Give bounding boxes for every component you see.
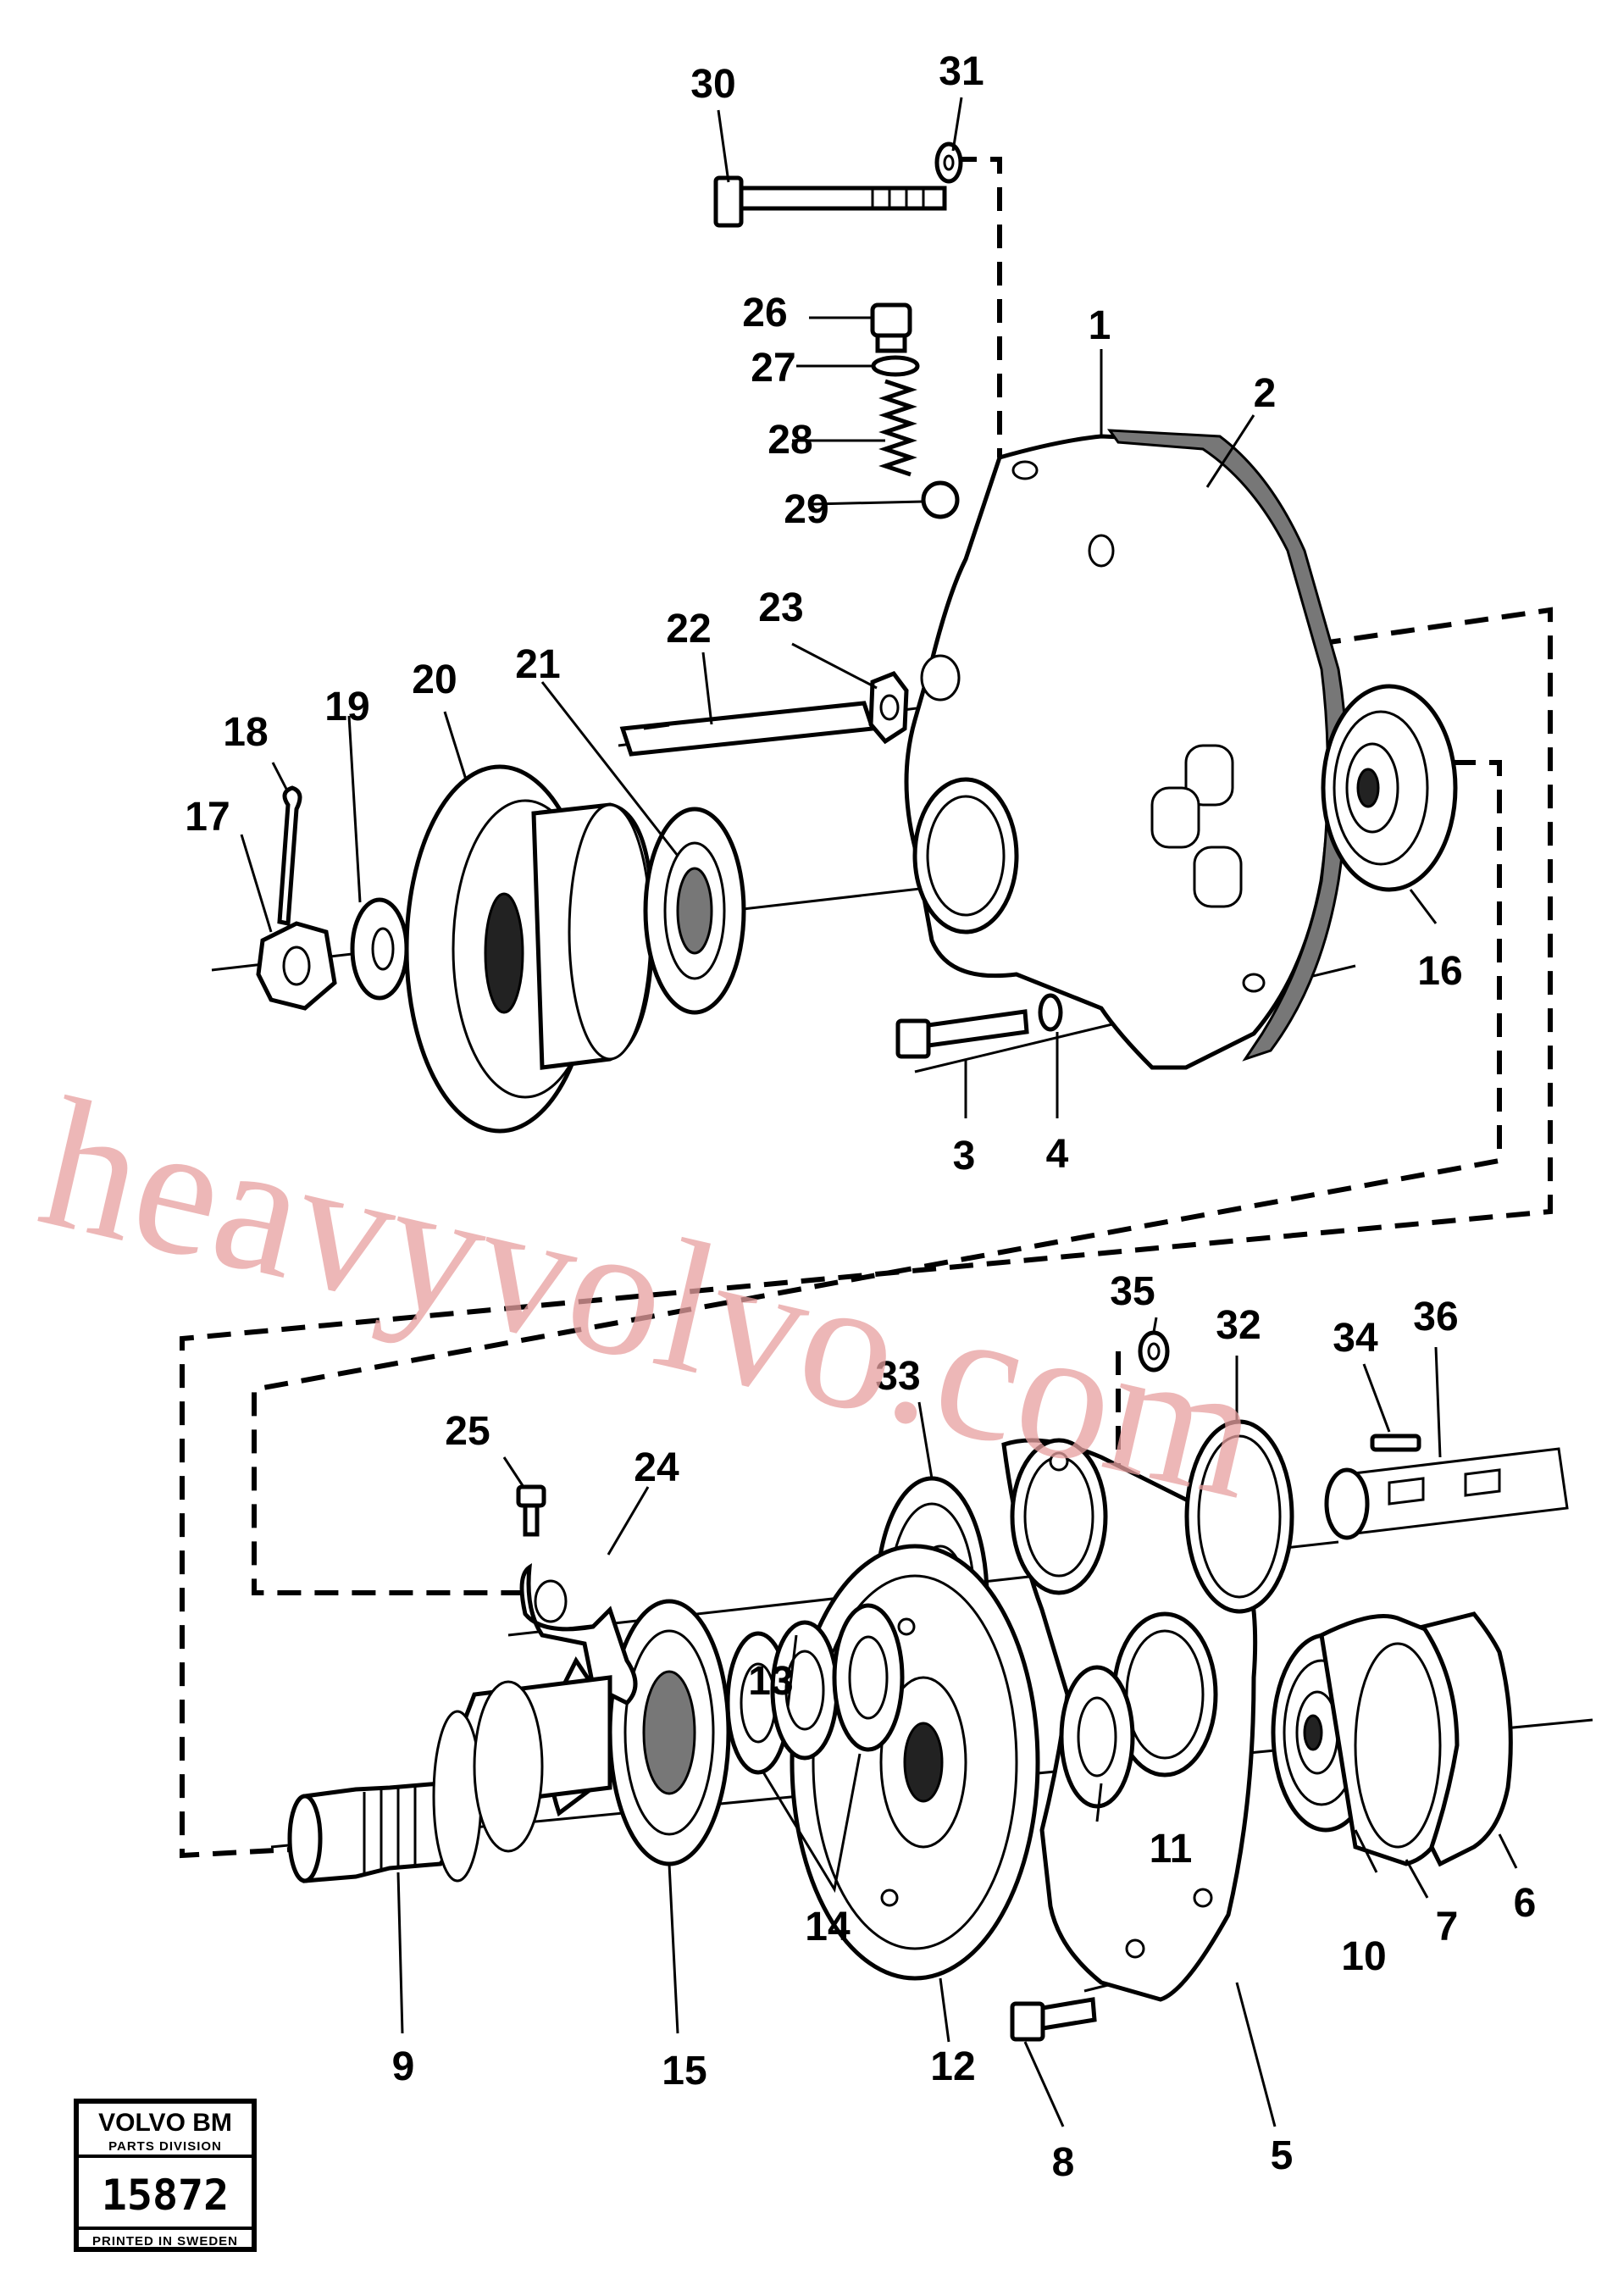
callout-17: 17	[185, 795, 230, 840]
callout-19: 19	[324, 685, 369, 729]
callout-25: 25	[445, 1409, 490, 1454]
callout-31: 31	[939, 49, 984, 94]
nut-part-23	[868, 670, 909, 745]
bolt-part-3	[895, 1009, 1029, 1059]
washer-part-11	[1059, 1665, 1135, 1809]
callout-16: 16	[1417, 949, 1462, 994]
gasket-part-2	[1106, 429, 1349, 1062]
bolt-part-8	[1010, 1997, 1097, 2042]
callout-35: 35	[1110, 1269, 1155, 1314]
bolt-part-30	[713, 175, 947, 228]
callout-22: 22	[666, 607, 711, 652]
callout-24: 24	[634, 1445, 679, 1490]
callout-13: 13	[748, 1659, 793, 1704]
spring-part-28	[878, 379, 917, 477]
cover-part-1	[904, 434, 1333, 1070]
callout-9: 9	[392, 2044, 415, 2089]
stamp-number: 15872	[102, 2171, 230, 2220]
nut-part-17	[256, 921, 337, 1011]
callout-4: 4	[1046, 1132, 1069, 1177]
shaft-part-36	[1324, 1447, 1569, 1540]
bearing-cover-part-7	[1319, 1614, 1461, 1866]
leader-lines	[240, 97, 1518, 2127]
callout-8: 8	[1052, 2140, 1075, 2185]
washer-part-4	[1038, 993, 1063, 1032]
dowel-part-35	[1138, 1330, 1170, 1373]
plug-part-26	[870, 302, 912, 353]
callout-34: 34	[1333, 1316, 1378, 1361]
seal-ring-part-27	[871, 355, 920, 377]
callout-32: 32	[1216, 1303, 1261, 1348]
callout-18: 18	[223, 710, 268, 755]
callout-14: 14	[805, 1905, 851, 1949]
flange-part-20	[404, 764, 655, 1134]
callout-36: 36	[1413, 1295, 1458, 1339]
callout-1: 1	[1089, 303, 1111, 348]
washer-part-31	[934, 141, 963, 184]
cotter-pin-part-18	[277, 785, 302, 927]
callout-28: 28	[767, 418, 812, 463]
callout-6: 6	[1514, 1881, 1537, 1926]
stamp-division: PARTS DIVISION	[108, 2139, 222, 2154]
callout-7: 7	[1436, 1905, 1459, 1949]
seal-part-21	[643, 807, 746, 1015]
volvo-bm-stamp: VOLVO BM PARTS DIVISION 15872 PRINTED IN…	[74, 2099, 257, 2252]
callout-33: 33	[875, 1354, 920, 1399]
callout-21: 21	[515, 642, 560, 687]
callout-23: 23	[758, 585, 803, 630]
sleeve-part-15	[607, 1599, 731, 1866]
ring-part-13	[770, 1620, 839, 1761]
pin-part-34	[1370, 1434, 1421, 1452]
screw-part-25	[516, 1484, 546, 1537]
callout-10: 10	[1341, 1934, 1386, 1979]
bearing-part-14b	[832, 1603, 905, 1752]
callout-3: 3	[953, 1134, 976, 1179]
callout-5: 5	[1271, 2133, 1294, 2178]
stamp-printed: PRINTED IN SWEDEN	[92, 2234, 238, 2249]
callout-labels: 1 2 3 4 5 6 7 8 9 10 11 12 13 14 15 16 1…	[185, 49, 1536, 2185]
callout-15: 15	[662, 2049, 706, 2094]
stamp-brand: VOLVO BM	[98, 2109, 232, 2137]
callout-26: 26	[742, 291, 787, 336]
washer-part-19	[350, 897, 409, 1001]
callout-27: 27	[751, 346, 795, 391]
shaft-part-22	[619, 701, 876, 757]
callout-12: 12	[930, 2044, 975, 2089]
callout-11: 11	[1150, 1827, 1193, 1872]
callout-2: 2	[1254, 371, 1277, 416]
seal-ring-part-32	[1184, 1419, 1294, 1614]
shaft-part-9	[287, 1675, 612, 1883]
bearing-part-16	[1321, 684, 1458, 892]
ball-part-29	[921, 480, 960, 519]
gasket-part-6	[1419, 1611, 1513, 1867]
callout-29: 29	[784, 487, 828, 532]
callout-30: 30	[690, 62, 735, 107]
callout-20: 20	[412, 657, 457, 702]
